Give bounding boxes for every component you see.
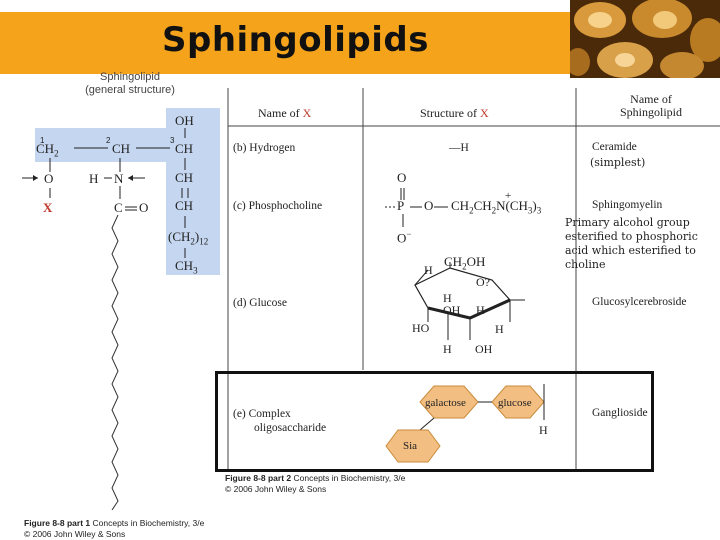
caption-part1: Figure 8-8 part 1 Concepts in Biochemist… [24, 518, 205, 539]
highlight-chain [166, 108, 220, 275]
glucose-ch2oh: CH2OH [444, 254, 486, 272]
glucose-h2: H [476, 303, 485, 317]
photomicrograph-image [570, 0, 720, 78]
atom-oh: OH [175, 113, 194, 128]
oligo-galactose: galactose [425, 397, 466, 409]
phospho-p: P [397, 198, 405, 213]
header-structure-of-x: Structure of X [420, 106, 489, 120]
atom-ch-2: CH [175, 141, 194, 156]
atom-o: O [44, 171, 54, 186]
atom-co: O [139, 200, 149, 215]
atom-num-1: 1 [40, 136, 45, 145]
atom-ch-3: CH [175, 170, 194, 185]
oligo-h: H [539, 423, 548, 437]
glucose-oh-bottom: OH [475, 342, 493, 356]
sphingolipid-sphingomyelin: Sphingomyelin [592, 199, 663, 211]
structure-hydrogen: —H [449, 142, 469, 154]
atom-ch-1: CH [112, 141, 131, 156]
phospho-chain: CH2CH2N(CH3)3 [451, 198, 542, 216]
atom-c: C [114, 200, 123, 215]
atom-num-3: 3 [170, 136, 175, 145]
general-label-line2: (general structure) [85, 84, 175, 96]
oligo-glucose: glucose [498, 397, 532, 409]
row-label-glucose: (d) Glucose [233, 297, 287, 309]
ganglioside-highlight-box [215, 371, 654, 472]
atom-ch-4: CH [175, 198, 194, 213]
header-name-of-x: Name of X [258, 106, 312, 120]
atom-h: H [89, 171, 99, 186]
atom-n: N [114, 171, 124, 186]
phospho-o-top: O [397, 170, 407, 185]
note-sphingomyelin: Primary alcohol group esterified to phos… [565, 216, 698, 271]
phospho-o-mid: O [424, 198, 434, 213]
glucose-h-bottom: H [443, 342, 452, 356]
atom-x: X [43, 200, 53, 215]
sia-hexagon [385, 429, 441, 463]
sphingolipid-ceramide: Ceramide [592, 141, 637, 153]
atom-ch3: CH3 [175, 258, 198, 276]
row-label-hydrogen: (b) Hydrogen [233, 142, 296, 154]
glucose-h-top: H [424, 263, 433, 277]
glucose-h3: H [495, 322, 504, 336]
row-label-phosphocholine: (c) Phosphocholine [233, 200, 323, 212]
general-structure-label: Sphingolipid (general structure) [70, 71, 190, 97]
slide-title: Sphingolipids [162, 20, 429, 60]
general-label-line1: Sphingolipid [100, 71, 160, 83]
phospho-o-minus: O− [397, 229, 412, 246]
glucose-h1: H [443, 291, 452, 305]
atom-ch2: CH2 [36, 141, 59, 159]
sphingolipid-glucosylcerebroside: Glucosylcerebroside [592, 296, 687, 308]
sphingolipid-ganglioside: Ganglioside [592, 407, 648, 419]
oligo-sia: Sia [403, 440, 418, 452]
glucose-oh1: OH [443, 303, 461, 317]
atom-num-2: 2 [106, 136, 111, 145]
highlight-ch2 [35, 128, 92, 162]
caption-part2: Figure 8-8 part 2 Concepts in Biochemist… [225, 473, 406, 494]
note-simplest: (simplest) [590, 156, 646, 169]
glucose-ho: HO [412, 321, 430, 335]
atom-ch2-chain: (CH2)12 [168, 229, 209, 247]
phospho-plus: + [505, 190, 512, 202]
fatty-acid-chain [111, 214, 119, 511]
highlight-backbone [92, 128, 166, 162]
glucose-o-ring: O? [476, 275, 490, 289]
title-banner [0, 12, 572, 74]
